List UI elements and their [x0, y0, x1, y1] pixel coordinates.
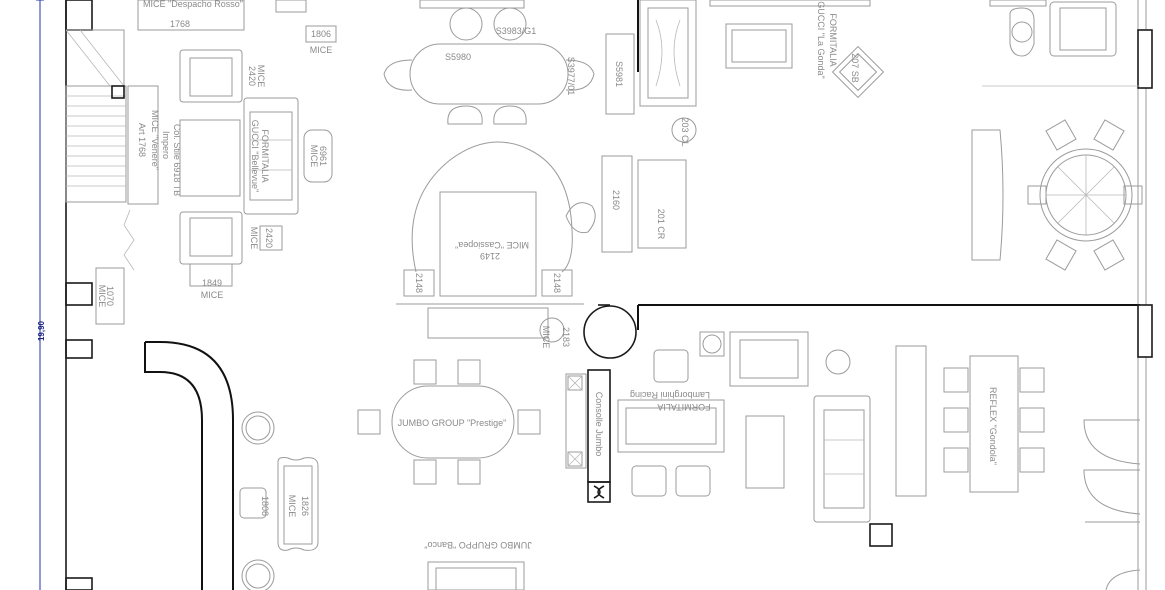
- label-6961: 6961: [318, 146, 328, 166]
- label-2148b: 2148: [552, 273, 562, 293]
- label-mice-2420b: MICE: [249, 227, 259, 250]
- label-mice-2183: MICE: [541, 326, 551, 349]
- lamborghini-lounge: Lamborghini Racing FORMITALIA: [617, 331, 851, 497]
- reflex-dining: REFLEX "Gondola": [813, 345, 1141, 590]
- impero-label: Impero: [161, 131, 171, 159]
- label-201: 201 CR: [656, 209, 666, 240]
- label-1070: 1070: [105, 286, 115, 306]
- jumbo-prestige: JUMBO GROUP "Prestige": [357, 359, 541, 485]
- label-1808: 1808: [260, 496, 270, 516]
- bed-cassiopea: MICE "Cassiopea" 2149 2148 2148 2183 MIC…: [396, 141, 637, 359]
- cassiopea-label: MICE "Cassiopea": [455, 240, 529, 250]
- label-2160: 2160: [611, 190, 621, 210]
- label-s5980: S5980: [445, 52, 471, 62]
- dining-s5980: S3983/G1 S5980 S3977/01 S5981: [383, 0, 635, 125]
- gucci-bellevue-label: GUCCI "Bellevue": [250, 120, 260, 192]
- center-cabinets: 203 CL 2160 201 CR FORMITALIA GUCCI "La …: [601, 0, 1047, 253]
- label-mice-1849: MICE: [201, 290, 224, 300]
- formitalia-bellevue-label: FORMITALIA: [260, 129, 270, 182]
- label-2149: 2149: [480, 251, 500, 261]
- label-s3977: S3977/01: [566, 57, 576, 96]
- label-mice-1826: MICE: [287, 495, 297, 518]
- label-207: 207 SB: [850, 53, 860, 83]
- mice-venere: MICE "Venere" Impero Art 1768 Col. Stile…: [127, 85, 182, 205]
- label-203: 203 CL: [680, 117, 690, 146]
- jumbo-prestige-label: JUMBO GROUP "Prestige": [398, 418, 507, 428]
- label-1806: 1806: [311, 29, 331, 39]
- label-s3983: S3983/G1: [496, 26, 537, 36]
- label-1768a: 1768: [170, 19, 190, 29]
- despacho-rosso: MICE "Despacho Rosso" 1768 1806 MICE: [137, 0, 337, 55]
- label-s5981: S5981: [614, 61, 624, 87]
- formitalia-gonda-label: FORMITALIA: [828, 13, 838, 66]
- label-1826: 1826: [300, 496, 310, 516]
- label-2183: 2183: [561, 327, 571, 347]
- staircase: [65, 29, 135, 271]
- label-mice-6961: MICE: [309, 145, 319, 168]
- dimension-line: 19,90: [36, 0, 46, 590]
- despacho-label: MICE "Despacho Rosso": [143, 0, 243, 9]
- label-2420a: 2420: [247, 66, 257, 86]
- dimension-label: 19,90: [37, 320, 46, 341]
- gucci-gonda-label: GUCCI "La Gonda": [816, 1, 826, 78]
- left-lounge: 2420 MICE 1849 MICE 2420 MICE FORMITALIA…: [95, 49, 333, 325]
- jumbo-banco-label: JUMBO GRUPPO "Banco": [424, 540, 531, 550]
- bottom-left-area: 1808 1826 MICE JUMBO GRUPPO "Banco": [239, 411, 532, 590]
- label-mice-1806: MICE: [310, 45, 333, 55]
- art1768-label: Art 1768: [137, 123, 147, 157]
- reflex-label: REFLEX "Gondola": [988, 387, 998, 465]
- venere-label: MICE "Venere": [150, 110, 160, 170]
- right-dining-round: [971, 1, 1143, 271]
- label-2420b: 2420: [264, 228, 274, 248]
- stile-label: Col. Stile 6918 TB: [172, 124, 182, 196]
- consolle-jumbo: Consolle Jumbo: [565, 369, 611, 503]
- label-1849: 1849: [202, 278, 222, 288]
- label-mice-2420a: MICE: [256, 65, 266, 88]
- lamborghini-label: Lamborghini Racing: [630, 390, 710, 400]
- label-2148a: 2148: [414, 273, 424, 293]
- formitalia-lambo-label: FORMITALIA: [657, 402, 710, 412]
- label-mice-1070: MICE: [97, 285, 107, 308]
- consolle-label: Consolle Jumbo: [594, 392, 604, 457]
